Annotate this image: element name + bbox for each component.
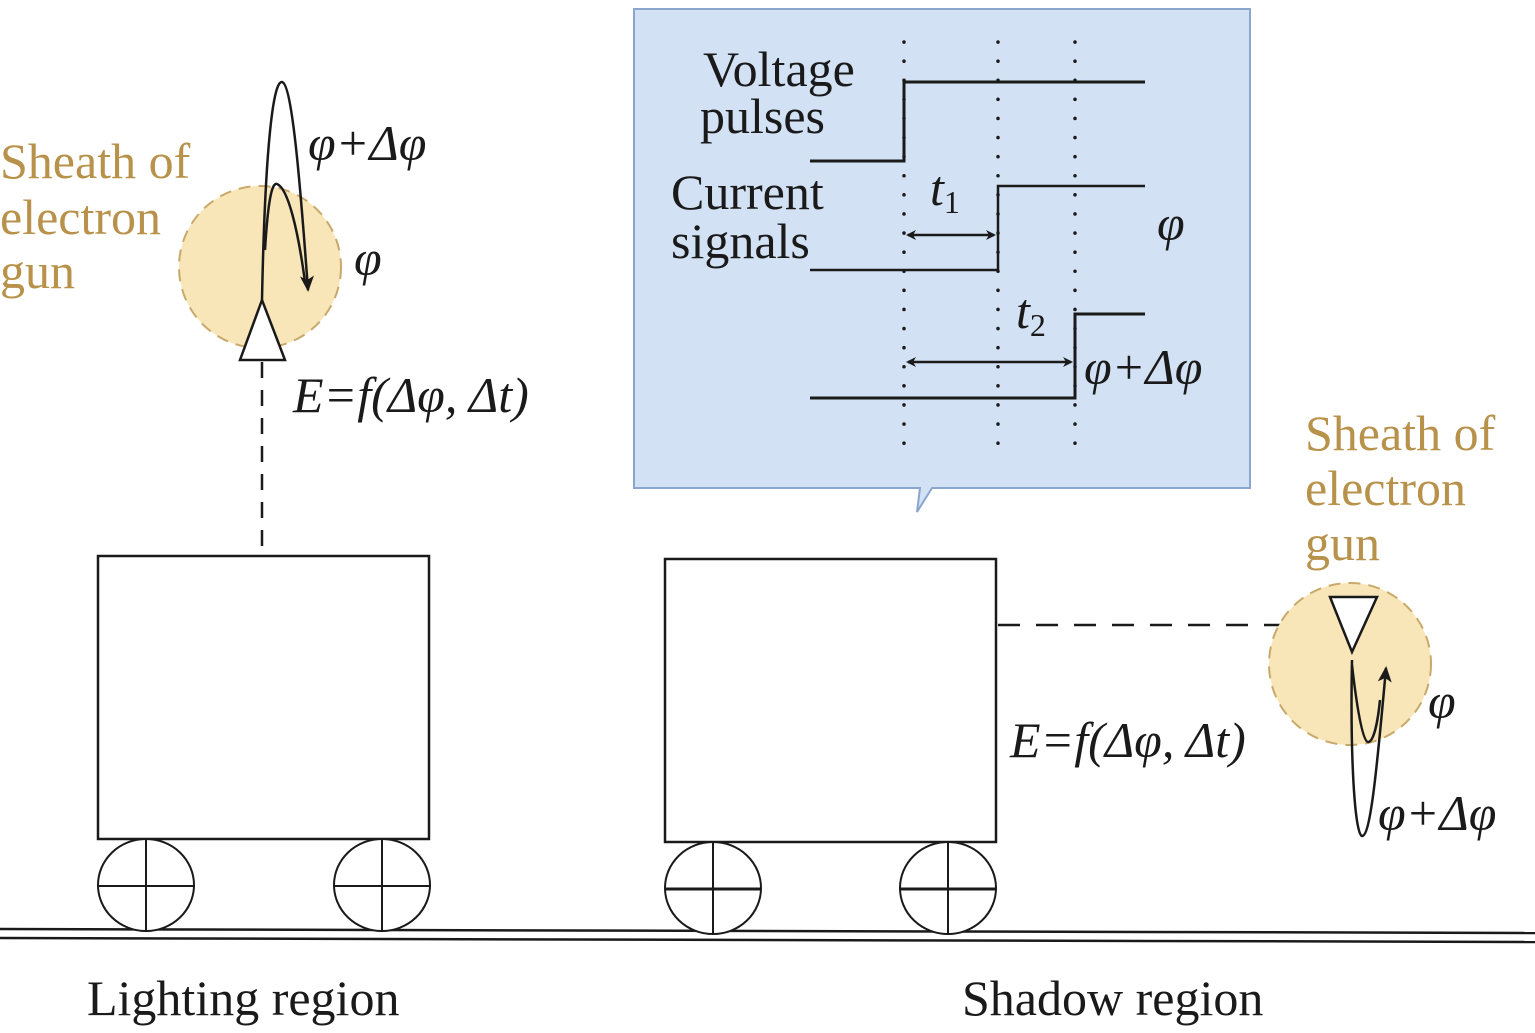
t1-label: t1 (930, 160, 960, 220)
current-signal-phi-waveform (810, 184, 1145, 272)
wheel (333, 838, 431, 932)
cart-body (96, 554, 431, 841)
ground-rail-top (0, 927, 1535, 935)
wheel (899, 841, 997, 935)
wheel (664, 841, 762, 935)
electron-trajectory-outer (260, 80, 314, 301)
lighting-cart: Sheath of electron gun φ+Δφ φ E=f(Δφ, Δt… (0, 80, 529, 932)
sheath-label-line1: Sheath of (0, 133, 191, 189)
shadow-cart: Sheath of electron gun φ φ+Δφ E=f(Δφ, Δt… (663, 405, 1496, 935)
t1-symbol: t (930, 160, 945, 216)
wheel (97, 838, 195, 932)
shadow-region-label: Shadow region (962, 970, 1263, 1026)
sheath-label-line2: electron (1305, 460, 1466, 516)
electron-trajectory-inner (263, 182, 307, 283)
voltage-pulse-waveform (810, 80, 1145, 163)
signal-phi-label: φ (1157, 195, 1185, 251)
field-equation: E=f(Δφ, Δt) (1009, 712, 1246, 768)
electron-gun-icon (1328, 595, 1379, 656)
sheath-label-line3: gun (0, 243, 75, 299)
field-equation: E=f(Δφ, Δt) (292, 367, 529, 423)
timing-callout: Voltage pulses Current signals t1 t2 φ φ… (633, 8, 1251, 513)
sheath-label-line3: gun (1305, 515, 1380, 571)
signal-phi-delta-label: φ+Δφ (1084, 339, 1202, 395)
electron-gun-sheath (1268, 582, 1432, 746)
electron-trajectory-outer (1350, 659, 1392, 838)
electron-gun-icon (238, 296, 287, 362)
voltage-label-line2: pulses (700, 88, 825, 144)
sheath-label-line2: electron (0, 189, 161, 245)
outer-potential-label: φ+Δφ (1378, 785, 1496, 841)
cart-body (663, 557, 998, 844)
t2-label: t2 (1016, 283, 1046, 343)
t1-subscript: 1 (944, 184, 960, 220)
lighting-region-label: Lighting region (87, 970, 399, 1026)
current-signal-phi-delta-waveform (810, 312, 1145, 400)
t2-subscript: 2 (1030, 307, 1046, 343)
sheath-label-line1: Sheath of (1305, 405, 1496, 461)
ground-rail-bottom (0, 936, 1535, 944)
inner-potential-label: φ (354, 230, 382, 286)
current-label-line1: Current (671, 164, 824, 220)
current-label-line2: signals (671, 213, 810, 269)
voltage-label-line1: Voltage (703, 41, 855, 97)
inner-potential-label: φ (1428, 673, 1456, 729)
electron-trajectory-inner (1350, 664, 1382, 744)
t2-symbol: t (1016, 283, 1031, 339)
callout-bubble (633, 8, 1251, 513)
outer-potential-label: φ+Δφ (308, 115, 426, 171)
